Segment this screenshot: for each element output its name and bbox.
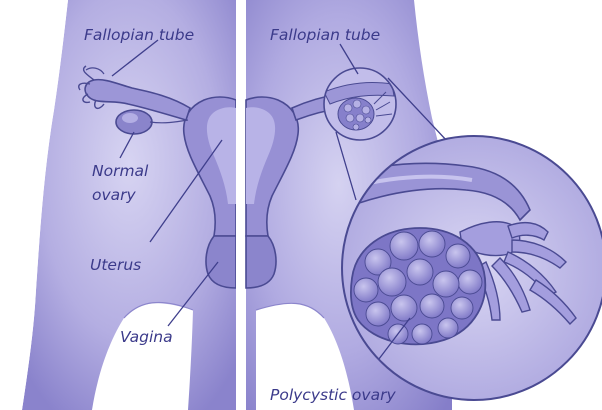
small-magnifier [324, 68, 396, 140]
left-panel [6, 0, 236, 410]
zoom-magnifier [342, 136, 602, 400]
panel-divider [236, 0, 246, 410]
label-uterus: Uterus [90, 256, 141, 274]
label-polycystic-ovary: Polycystic ovary [270, 386, 396, 404]
label-normal-ovary-line2: ovary [92, 186, 137, 204]
label-left-fallopian-tube: Fallopian tube [84, 26, 194, 44]
polycystic-ovary-shape [351, 228, 485, 344]
label-vagina: Vagina [120, 328, 173, 346]
label-right-fallopian-tube: Fallopian tube [270, 26, 380, 44]
label-normal-ovary-line1: Normal [92, 162, 149, 180]
